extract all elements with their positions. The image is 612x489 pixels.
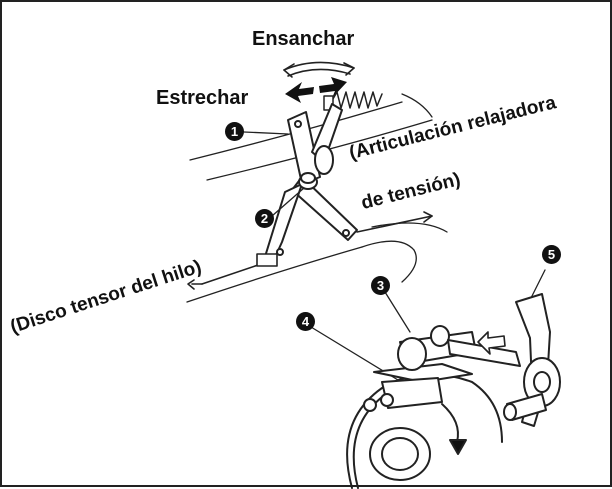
callout-2: 2 (255, 209, 274, 228)
linkage-rods (187, 211, 433, 290)
label-widen: Ensanchar (252, 28, 355, 50)
rotation-arrow (441, 403, 467, 455)
motion-arc-arrow (283, 61, 355, 78)
callout-4: 4 (296, 312, 315, 331)
push-arrow (477, 331, 506, 355)
hook-assembly (346, 363, 503, 489)
callout-5: 5 (542, 245, 561, 264)
direction-arrows (285, 77, 347, 103)
callout-1: 1 (225, 122, 244, 141)
adjust-screw (298, 172, 318, 190)
shaft-collar (397, 325, 521, 371)
tension-lever (263, 111, 358, 265)
callout-3: 3 (371, 276, 390, 295)
spring-arm (311, 103, 343, 175)
label-narrow: Estrechar (156, 87, 249, 109)
release-lever (503, 293, 561, 427)
